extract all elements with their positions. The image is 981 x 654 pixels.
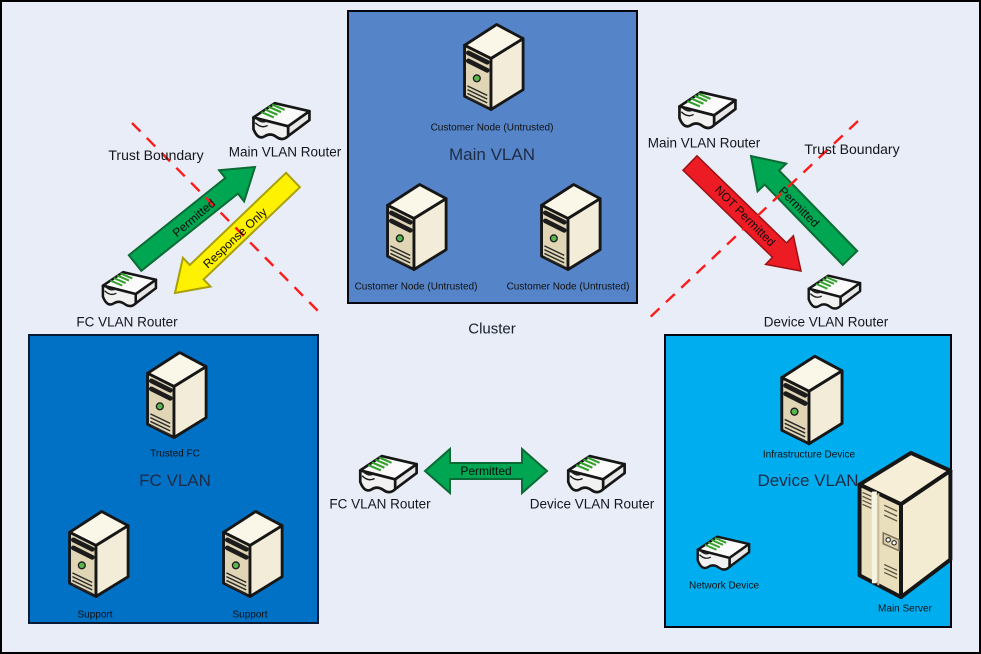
permitted-bottom-arrow-label: Permitted: [460, 464, 512, 478]
trusted-fc-label: Trusted FC: [150, 448, 200, 460]
router-left-fc-label: FC VLAN Router: [76, 314, 178, 330]
main-vlan-title: Main VLAN: [449, 145, 535, 164]
not-permitted-arrow-label: NOT Permitted: [711, 182, 779, 250]
support-left-label: Support: [77, 609, 113, 621]
router-right-device-label: Device VLAN Router: [763, 314, 889, 330]
customer-node-left-label: Customer Node (Untrusted): [354, 281, 478, 293]
customer-node-top-label: Customer Node (Untrusted): [430, 122, 554, 134]
router-icon-right-main: [678, 90, 737, 130]
network-device-label: Network Device: [688, 580, 760, 592]
main-server-label: Main Server: [878, 603, 932, 615]
trust-boundary-right-label: Trust Boundary: [804, 141, 900, 157]
cluster-label: Cluster: [468, 320, 516, 338]
router-icon-left-main: [252, 101, 311, 141]
trust-boundary-left-label: Trust Boundary: [108, 147, 204, 163]
response-only-arrow-label: Response Only: [200, 204, 270, 272]
support-right-label: Support: [232, 609, 268, 621]
router-icon-bottom-fc: [358, 454, 419, 494]
router-bottom-device-label: Device VLAN Router: [529, 496, 655, 512]
permitted-right-arrow-label: Permitted: [775, 183, 823, 231]
fc-vlan-title: FC VLAN: [139, 471, 211, 490]
router-bottom-fc-label: FC VLAN Router: [329, 496, 431, 512]
router-icon-right-device: [807, 274, 862, 310]
router-icon-bottom-device: [566, 454, 627, 494]
router-icon-left-fc: [101, 270, 158, 308]
router-left-main-label: Main VLAN Router: [228, 144, 342, 160]
infrastructure-device-label: Infrastructure Device: [762, 449, 856, 461]
permitted-left-arrow-label: Permitted: [169, 196, 219, 240]
device-vlan-title: Device VLAN: [757, 471, 859, 490]
customer-node-right-label: Customer Node (Untrusted): [506, 281, 630, 293]
router-right-main-label: Main VLAN Router: [647, 135, 761, 151]
